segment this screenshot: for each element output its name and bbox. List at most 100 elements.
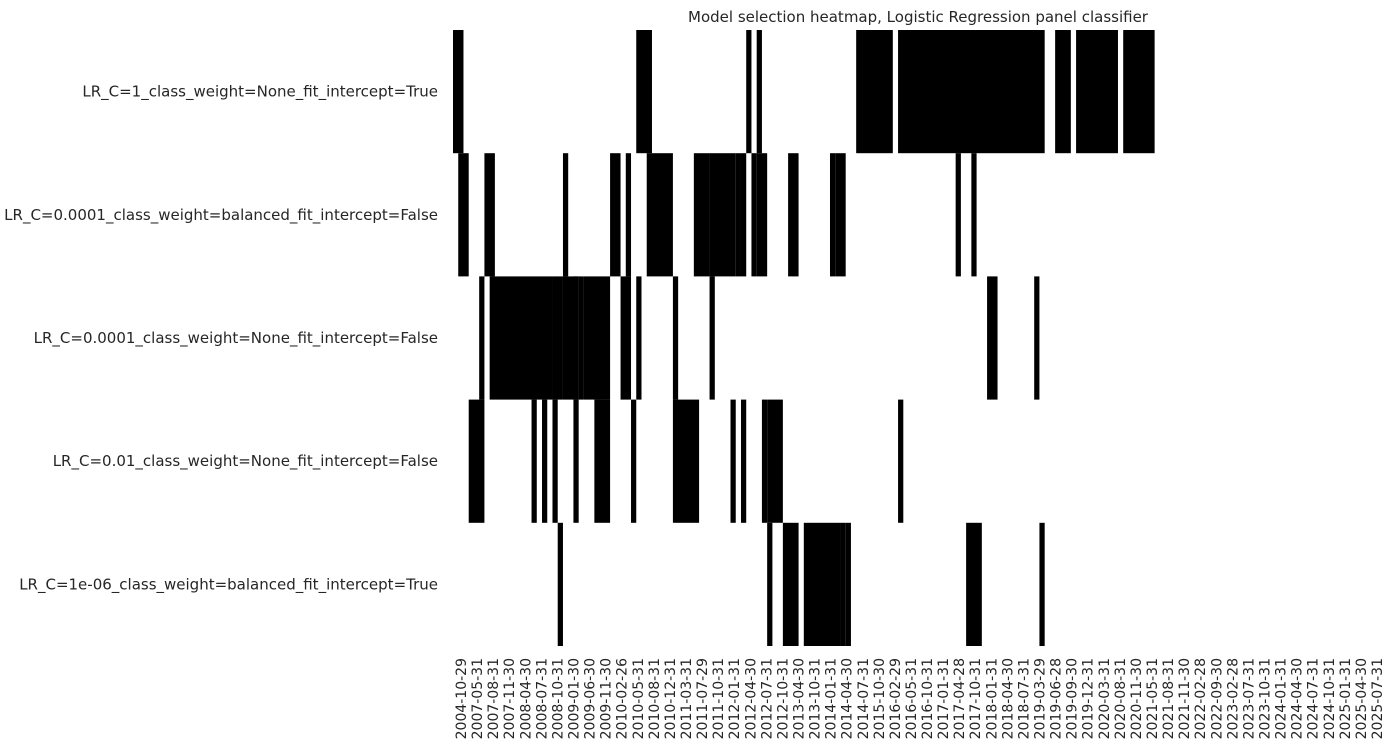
- heatmap-cell: [583, 276, 611, 400]
- heatmap-cell: [987, 276, 998, 400]
- heatmap-cell: [646, 153, 673, 277]
- heatmap-cell: [573, 399, 579, 523]
- column-tick-label: 2011-03-31: [679, 658, 695, 739]
- heatmap-cell: [489, 276, 553, 400]
- heatmap-cell: [479, 276, 485, 400]
- column-tick-label: 2025-01-31: [1338, 658, 1354, 739]
- heatmap-cell: [693, 153, 710, 277]
- row-label: LR_C=0.01_class_weight=None_fit_intercep…: [53, 452, 438, 471]
- heatmap-cell: [709, 276, 715, 400]
- heatmap-cell: [620, 276, 632, 400]
- heatmap-cell: [803, 522, 841, 646]
- column-tick-label: 2023-02-28: [1225, 658, 1241, 739]
- heatmap-cell: [631, 399, 637, 523]
- row-label: LR_C=1e-06_class_weight=balanced_fit_int…: [19, 575, 438, 594]
- heatmap-cell: [751, 153, 757, 277]
- column-tick-label: 2014-01-31: [824, 658, 840, 739]
- row-label: LR_C=1_class_weight=None_fit_intercept=T…: [82, 83, 438, 102]
- column-tick-label: 2024-10-31: [1322, 658, 1338, 739]
- row-label: LR_C=0.0001_class_weight=None_fit_interc…: [34, 329, 438, 348]
- column-tick-label: 2007-08-31: [486, 658, 502, 739]
- heatmap-cell: [845, 522, 851, 646]
- column-tick-label: 2020-11-30: [1129, 658, 1145, 739]
- heatmap-cell: [1076, 30, 1118, 154]
- column-tick-label: 2009-06-30: [583, 658, 599, 739]
- column-tick-label: 2013-10-31: [808, 658, 824, 739]
- column-tick-label: 2021-05-31: [1145, 658, 1161, 739]
- column-tick-label: 2004-10-29: [454, 658, 470, 739]
- heatmap-cell: [709, 153, 736, 277]
- column-tick-label: 2010-12-31: [663, 658, 679, 739]
- column-tick-label: 2019-06-28: [1049, 658, 1065, 739]
- heatmap-cell: [756, 30, 762, 154]
- heatmap-cell: [552, 399, 558, 523]
- heatmap-cell: [578, 276, 584, 400]
- column-tick-label: 2016-05-31: [904, 658, 920, 739]
- heatmap-cell: [735, 153, 741, 277]
- heatmap-cell: [767, 399, 783, 523]
- column-tick-label: 2022-09-30: [1209, 658, 1225, 739]
- heatmap-cell: [484, 153, 495, 277]
- heatmap-cell: [625, 153, 632, 277]
- heatmap-cell: [835, 153, 846, 277]
- heatmap-cell: [636, 30, 652, 154]
- heatmap-cell: [955, 153, 961, 277]
- heatmap-cell: [740, 153, 747, 277]
- heatmap-cell: [788, 153, 799, 277]
- chart-title: Model selection heatmap, Logistic Regres…: [688, 8, 1149, 26]
- heatmap-cell: [468, 399, 485, 523]
- heatmap-cell: [610, 153, 621, 277]
- column-tick-label: 2010-05-31: [631, 658, 647, 739]
- heatmap-cells: [453, 30, 1155, 646]
- heatmap-cell: [767, 522, 773, 646]
- heatmap-cell: [1034, 276, 1040, 400]
- column-tick-label: 2008-07-31: [534, 658, 550, 739]
- heatmap-cell: [740, 399, 747, 523]
- column-tick-label: 2016-10-31: [920, 658, 936, 739]
- column-tick-label: 2015-10-30: [872, 658, 888, 739]
- heatmap-cell: [552, 276, 563, 400]
- column-tick-label: 2009-01-30: [567, 658, 583, 739]
- column-tick-label: 2021-11-30: [1177, 658, 1193, 739]
- column-tick-label: 2014-04-30: [840, 658, 856, 739]
- heatmap-cell: [761, 399, 768, 523]
- column-tick-label: 2024-04-30: [1290, 658, 1306, 739]
- heatmap-cell: [458, 153, 469, 277]
- heatmap-cell: [746, 30, 752, 154]
- column-tick-label: 2024-07-31: [1306, 658, 1322, 739]
- heatmap-cell: [971, 153, 977, 277]
- column-tick-label: 2018-01-31: [984, 658, 1000, 739]
- column-tick-label: 2012-07-31: [759, 658, 775, 739]
- column-tick-label: 2020-08-31: [1113, 658, 1129, 739]
- column-tick-label: 2009-11-30: [599, 658, 615, 739]
- heatmap-cell: [672, 276, 679, 400]
- column-tick-label: 2020-03-31: [1097, 658, 1113, 739]
- column-tick-label: 2024-01-31: [1274, 658, 1290, 739]
- heatmap-cell: [594, 399, 611, 523]
- column-tick-label: 2025-04-30: [1354, 658, 1370, 739]
- heatmap-cell: [1039, 522, 1045, 646]
- column-tick-label: 2021-08-31: [1161, 658, 1177, 739]
- column-tick-label: 2007-11-30: [502, 658, 518, 739]
- column-tick-label: 2013-04-30: [791, 658, 807, 739]
- heatmap-cell: [840, 522, 846, 646]
- heatmap-cell: [562, 153, 569, 277]
- heatmap-cell: [531, 399, 537, 523]
- column-tick-label: 2010-02-26: [615, 658, 631, 739]
- heatmap-cell: [1123, 30, 1155, 154]
- heatmap-cell: [1055, 30, 1071, 154]
- column-tick-label: 2012-10-31: [775, 658, 791, 739]
- heatmap-cell: [966, 522, 982, 646]
- heatmap-cell: [856, 30, 893, 154]
- column-tick-label: 2022-02-28: [1193, 658, 1209, 739]
- heatmap-cell: [672, 399, 700, 523]
- column-tick-label: 2007-05-31: [470, 658, 486, 739]
- column-tick-label: 2025-07-31: [1370, 658, 1386, 739]
- row-label: LR_C=0.0001_class_weight=balanced_fit_in…: [4, 206, 438, 225]
- heatmap-cell: [453, 30, 464, 154]
- heatmap-cell: [557, 522, 563, 646]
- column-tick-label: 2008-04-30: [518, 658, 534, 739]
- column-tick-label: 2017-04-28: [952, 658, 968, 739]
